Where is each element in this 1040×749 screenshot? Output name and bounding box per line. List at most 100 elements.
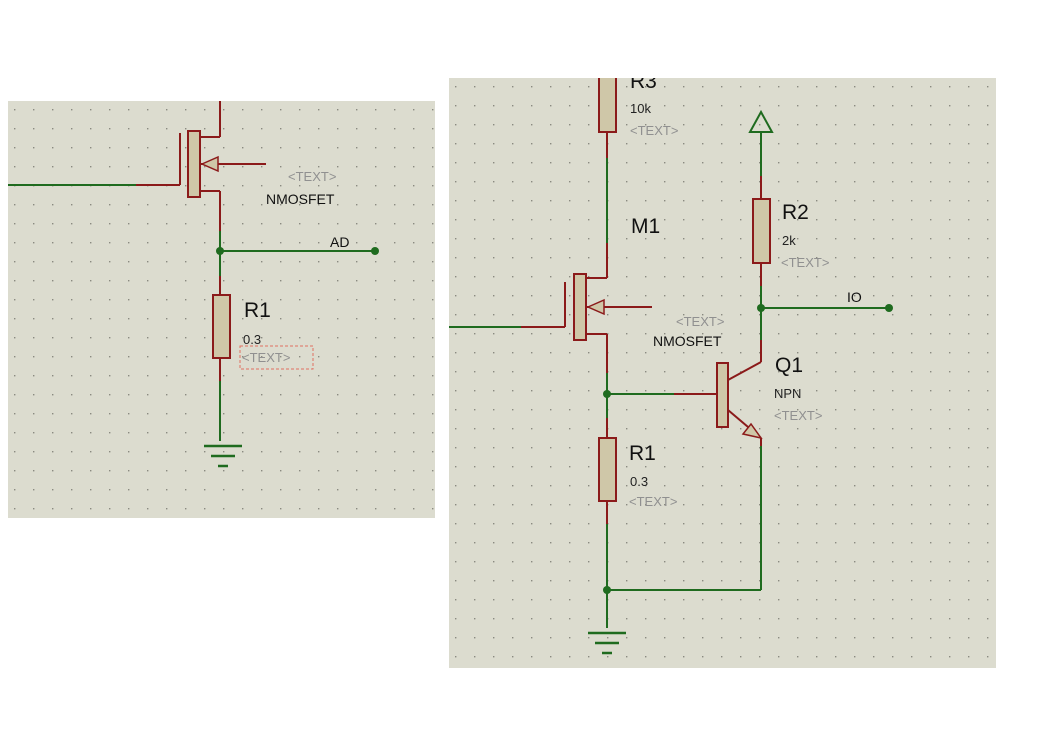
grid-dot xyxy=(949,124,951,126)
grid-dot xyxy=(493,599,495,601)
resistor-r3[interactable] xyxy=(598,78,617,158)
grid-dot xyxy=(185,204,187,206)
r1-value-label[interactable]: 0.3 xyxy=(630,474,648,489)
r3-value-label[interactable]: 10k xyxy=(630,101,651,116)
r2-name-label[interactable]: R2 xyxy=(782,201,809,224)
grid-dot xyxy=(645,257,647,259)
grid-dot xyxy=(968,390,970,392)
grid-dot xyxy=(930,314,932,316)
resistor-r1[interactable] xyxy=(212,276,231,381)
grid-dot xyxy=(185,223,187,225)
grid-dot xyxy=(128,166,130,168)
grid-dot xyxy=(683,143,685,145)
grid-dot xyxy=(892,371,894,373)
r1-name-label[interactable]: R1 xyxy=(629,442,656,465)
grid-dot xyxy=(569,466,571,468)
grid-dot xyxy=(949,637,951,639)
ad-terminal-dot[interactable] xyxy=(371,247,379,255)
resistor-r2[interactable] xyxy=(752,176,771,286)
grid-dot xyxy=(854,200,856,202)
mosfet-text-placeholder[interactable]: <TEXT> xyxy=(288,169,336,184)
resistor-r1[interactable] xyxy=(598,418,617,524)
mosfet-type-label[interactable]: NMOSFET xyxy=(266,191,335,207)
grid-dot xyxy=(14,394,16,396)
grid-dot xyxy=(128,356,130,358)
grid-dot xyxy=(645,219,647,221)
m1-text-placeholder[interactable]: <TEXT> xyxy=(676,314,724,329)
nmosfet-symbol[interactable] xyxy=(179,101,266,231)
right-schematic-canvas[interactable]: R3 10k <TEXT> M1 <TEXT> NMOSFET R2 2k <T… xyxy=(449,78,996,668)
io-net-label[interactable]: IO xyxy=(847,289,862,305)
resistor-body xyxy=(752,198,771,264)
grid-dot xyxy=(280,318,282,320)
selection-box[interactable] xyxy=(239,345,314,370)
grid-dot xyxy=(166,166,168,168)
grid-dot xyxy=(740,580,742,582)
grid-dot xyxy=(455,257,457,259)
grid-dot xyxy=(455,143,457,145)
grid-dot xyxy=(455,447,457,449)
grid-dot xyxy=(949,295,951,297)
grid-dot xyxy=(512,599,514,601)
m1-nmosfet-symbol[interactable] xyxy=(564,270,652,373)
left-schematic-canvas[interactable]: <TEXT> NMOSFET AD R1 0.3 <TEXT> xyxy=(8,101,435,518)
grid-dot xyxy=(930,200,932,202)
r3-name-label[interactable]: R3 xyxy=(630,78,657,93)
grid-dot xyxy=(337,204,339,206)
grid-dot xyxy=(968,124,970,126)
grid-dot xyxy=(52,280,54,282)
grid-dot xyxy=(204,508,206,510)
m1-type-label[interactable]: NMOSFET xyxy=(653,333,722,349)
r1-name-label[interactable]: R1 xyxy=(244,299,271,322)
r1-value-label[interactable]: 0.3 xyxy=(243,332,261,347)
grid-dot xyxy=(147,508,149,510)
grid-dot xyxy=(949,561,951,563)
q1-name-label[interactable]: Q1 xyxy=(775,354,803,377)
grid-dot xyxy=(664,219,666,221)
r1-text-placeholder[interactable]: <TEXT> xyxy=(242,350,290,365)
grid-dot xyxy=(987,143,989,145)
grid-dot xyxy=(854,162,856,164)
grid-dot xyxy=(318,489,320,491)
grid-dot xyxy=(778,599,780,601)
grid-dot xyxy=(493,466,495,468)
grid-dot xyxy=(816,656,818,658)
grid-dot xyxy=(166,318,168,320)
grid-dot xyxy=(223,128,225,130)
ad-net-label[interactable]: AD xyxy=(330,234,349,250)
grid-dot xyxy=(892,181,894,183)
grid-dot xyxy=(242,318,244,320)
grid-dot xyxy=(664,238,666,240)
grid-dot xyxy=(413,394,415,396)
grid-dot xyxy=(90,204,92,206)
m1-name-label[interactable]: M1 xyxy=(631,215,660,238)
grid-dot xyxy=(512,86,514,88)
grid-dot xyxy=(493,637,495,639)
grid-dot xyxy=(835,276,837,278)
grid-dot xyxy=(531,314,533,316)
right-schematic-panel[interactable]: R3 10k <TEXT> M1 <TEXT> NMOSFET R2 2k <T… xyxy=(449,78,996,668)
q1-text-placeholder[interactable]: <TEXT> xyxy=(774,408,822,423)
grid-dot xyxy=(607,295,609,297)
grid-dot xyxy=(531,580,533,582)
grid-dot xyxy=(413,109,415,111)
r3-text-placeholder[interactable]: <TEXT> xyxy=(630,123,678,138)
grid-dot xyxy=(531,295,533,297)
q1-npn-transistor[interactable] xyxy=(716,340,763,446)
grid-dot xyxy=(493,447,495,449)
grid-dot xyxy=(930,333,932,335)
grid-dot xyxy=(968,580,970,582)
grid-dot xyxy=(987,466,989,468)
q1-type-label[interactable]: NPN xyxy=(774,386,801,401)
grid-dot xyxy=(892,447,894,449)
io-terminal-dot[interactable] xyxy=(885,304,893,312)
grid-dot xyxy=(911,295,913,297)
left-schematic-panel[interactable]: <TEXT> NMOSFET AD R1 0.3 <TEXT> xyxy=(8,101,435,518)
r2-value-label[interactable]: 2k xyxy=(782,233,796,248)
grid-dot xyxy=(14,508,16,510)
grid-dot xyxy=(474,257,476,259)
r1-text-placeholder[interactable]: <TEXT> xyxy=(629,494,677,509)
grid-dot xyxy=(702,447,704,449)
r2-text-placeholder[interactable]: <TEXT> xyxy=(781,255,829,270)
grid-dot xyxy=(90,375,92,377)
